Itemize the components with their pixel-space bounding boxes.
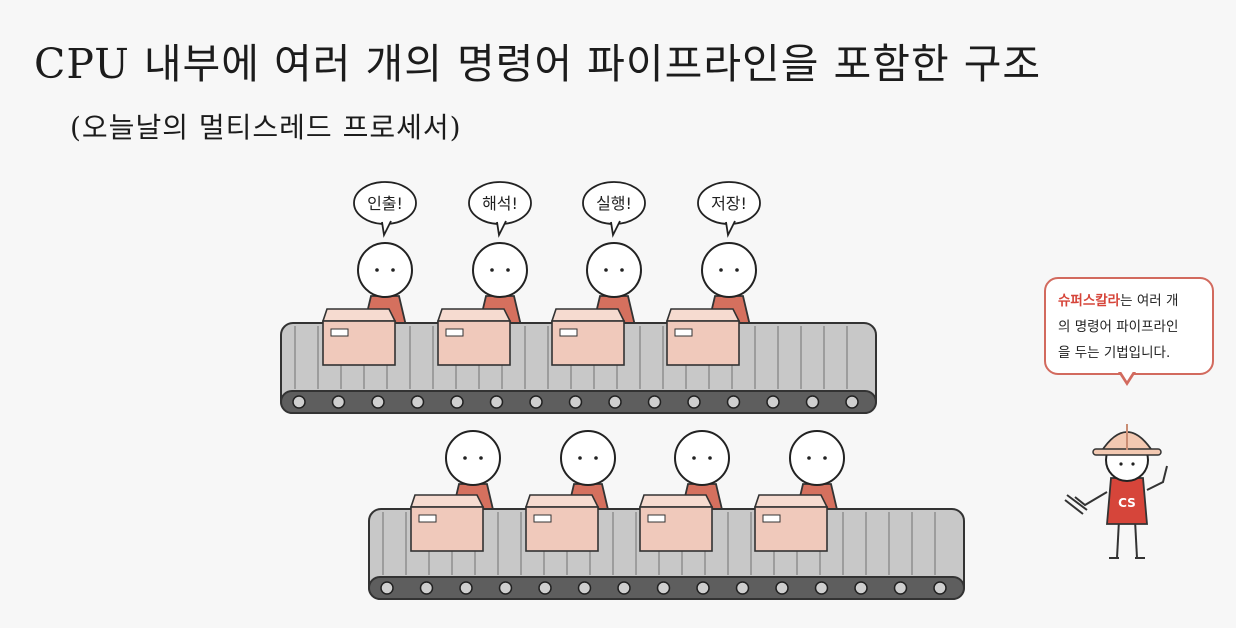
mascot-speech-callout: 슈퍼스칼라는 여러 개 의 명령어 파이프라인 을 두는 기법입니다. bbox=[1044, 277, 1214, 375]
mascot-leg bbox=[1116, 519, 1120, 559]
roller bbox=[498, 581, 513, 595]
roller bbox=[331, 395, 346, 409]
roller bbox=[371, 395, 385, 409]
worker-eye bbox=[594, 456, 598, 460]
roller bbox=[568, 395, 583, 409]
wrench-icon bbox=[1064, 494, 1088, 515]
mascot-shirt-label: CS bbox=[1118, 496, 1136, 510]
worker-eye bbox=[375, 268, 379, 272]
box-label bbox=[445, 328, 464, 337]
callout-line3: 을 두는 기법입니다. bbox=[1058, 345, 1171, 361]
box-label bbox=[330, 328, 349, 337]
speech-bubble-2: 해석! bbox=[468, 181, 532, 238]
worker-eye bbox=[490, 268, 494, 272]
roller bbox=[766, 395, 780, 409]
box-label bbox=[647, 514, 666, 523]
worker-eye bbox=[463, 456, 467, 460]
roller bbox=[775, 581, 789, 595]
roller bbox=[380, 581, 394, 595]
stage-label: 실행! bbox=[596, 194, 632, 213]
worker-eye bbox=[823, 456, 827, 460]
worker-eye bbox=[807, 456, 811, 460]
worker-eye bbox=[391, 268, 395, 272]
speech-bubble-3: 실행! bbox=[582, 181, 646, 238]
roller bbox=[814, 581, 829, 595]
package-box bbox=[550, 308, 626, 366]
mascot-eye bbox=[1131, 462, 1135, 466]
roller bbox=[450, 395, 464, 409]
roller bbox=[893, 581, 908, 595]
upper-pipeline: 인출! 해석! 실행! 저장! bbox=[280, 181, 877, 414]
stage-label: 해석! bbox=[482, 194, 518, 213]
lower-pipeline bbox=[368, 430, 965, 600]
roller bbox=[410, 395, 425, 409]
worker-eye bbox=[719, 268, 723, 272]
worker-head bbox=[674, 430, 730, 486]
worker-eye bbox=[735, 268, 739, 272]
roller bbox=[419, 581, 434, 595]
package-box bbox=[638, 494, 714, 552]
roller bbox=[529, 395, 543, 409]
speech-bubble-1: 인출! bbox=[353, 181, 417, 238]
worker-head bbox=[586, 242, 642, 298]
roller bbox=[292, 395, 306, 409]
slide-subtitle: (오늘날의 멀티스레드 프로세서) bbox=[70, 111, 462, 144]
worker-head bbox=[789, 430, 845, 486]
roller bbox=[577, 581, 592, 595]
roller bbox=[854, 581, 868, 595]
callout-line2: 의 명령어 파이프라인 bbox=[1058, 319, 1179, 335]
roller bbox=[805, 395, 820, 409]
worker-head bbox=[560, 430, 616, 486]
roller bbox=[538, 581, 552, 595]
slide-title: CPU 내부에 여러 개의 명령어 파이프라인을 포함한 구조 bbox=[34, 40, 1042, 88]
roller bbox=[735, 581, 750, 595]
package-box bbox=[753, 494, 829, 552]
mascot-leg bbox=[1134, 519, 1138, 559]
worker-eye bbox=[692, 456, 696, 460]
box-label bbox=[418, 514, 437, 523]
box-label bbox=[559, 328, 578, 337]
worker-eye bbox=[578, 456, 582, 460]
callout-line1-text: 는 여러 개 bbox=[1120, 293, 1179, 309]
roller bbox=[647, 395, 662, 409]
mascot-arm bbox=[1146, 465, 1168, 491]
speech-bubble-4: 저장! bbox=[697, 181, 761, 238]
stage-label: 저장! bbox=[711, 194, 747, 213]
worker-head bbox=[445, 430, 501, 486]
package-box bbox=[665, 308, 741, 366]
box-label bbox=[533, 514, 552, 523]
worker-eye bbox=[506, 268, 510, 272]
worker-eye bbox=[708, 456, 712, 460]
roller bbox=[459, 581, 473, 595]
mascot-arm bbox=[1074, 491, 1108, 507]
box-label bbox=[674, 328, 693, 337]
package-box bbox=[409, 494, 485, 552]
worker-head bbox=[472, 242, 528, 298]
package-box bbox=[524, 494, 600, 552]
roller bbox=[696, 581, 710, 595]
worker-head bbox=[701, 242, 757, 298]
mascot-eye bbox=[1119, 462, 1123, 466]
mascot-figure: CS bbox=[1064, 424, 1168, 559]
roller bbox=[656, 581, 671, 595]
roller bbox=[726, 395, 741, 409]
stage-label: 인출! bbox=[367, 194, 403, 213]
box-label bbox=[762, 514, 781, 523]
roller bbox=[608, 395, 622, 409]
callout-tail bbox=[1118, 370, 1136, 386]
worker-eye bbox=[604, 268, 608, 272]
package-box bbox=[321, 308, 397, 366]
roller bbox=[933, 581, 947, 595]
callout-highlight: 슈퍼스칼라 bbox=[1058, 293, 1121, 309]
worker-eye bbox=[479, 456, 483, 460]
roller bbox=[617, 581, 631, 595]
roller bbox=[489, 395, 504, 409]
worker-eye bbox=[620, 268, 624, 272]
roller bbox=[845, 395, 859, 409]
worker-head bbox=[357, 242, 413, 298]
package-box bbox=[436, 308, 512, 366]
roller bbox=[687, 395, 701, 409]
